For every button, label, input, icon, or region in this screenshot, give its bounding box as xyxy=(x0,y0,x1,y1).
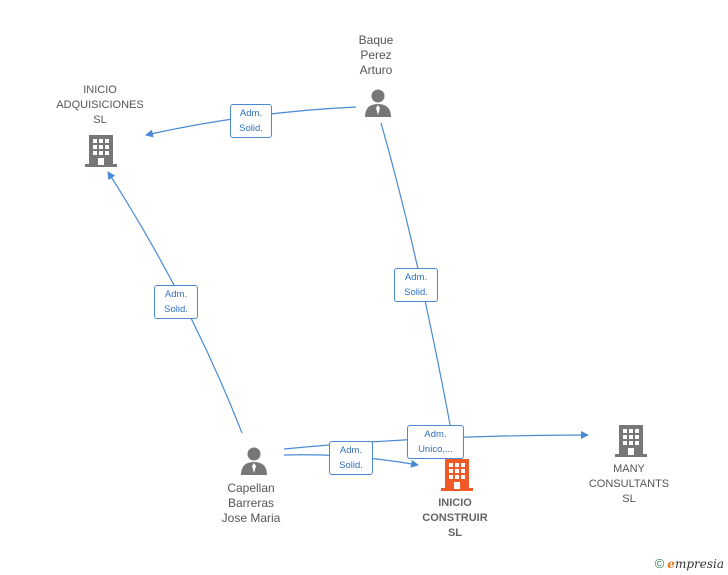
building-icon xyxy=(615,425,647,457)
edge-label-baque-adquisiciones: Adm. Solid. xyxy=(230,104,272,138)
edge-label-capellan-many: Adm. Unico,... xyxy=(407,425,464,459)
node-label-baque[interactable]: Baque Perez Arturo xyxy=(358,33,394,77)
node-label-inicio-construir[interactable]: INICIO CONSTRUIR SL xyxy=(422,497,488,539)
node-label-many-consultants[interactable]: MANY CONSULTANTS SL xyxy=(588,463,670,505)
node-label-inicio-adquisiciones[interactable]: INICIO ADQUISICIONES SL xyxy=(56,84,144,126)
brand-name: empresia xyxy=(667,556,724,571)
node-label-capellan[interactable]: Capellan Barreras Jose Maria xyxy=(221,481,281,525)
building-icon xyxy=(85,135,117,167)
building-icon xyxy=(441,459,473,491)
copyright-icon: © xyxy=(654,556,665,571)
edge-label-capellan-adquisiciones: Adm. Solid. xyxy=(154,285,198,319)
person-icon xyxy=(365,89,391,117)
empresia-logo: © empresia xyxy=(655,556,724,571)
person-icon xyxy=(241,447,267,475)
edge-label-baque-construir: Adm. Solid. xyxy=(394,268,438,302)
edge-label-capellan-construir: Adm. Solid. xyxy=(329,441,373,475)
